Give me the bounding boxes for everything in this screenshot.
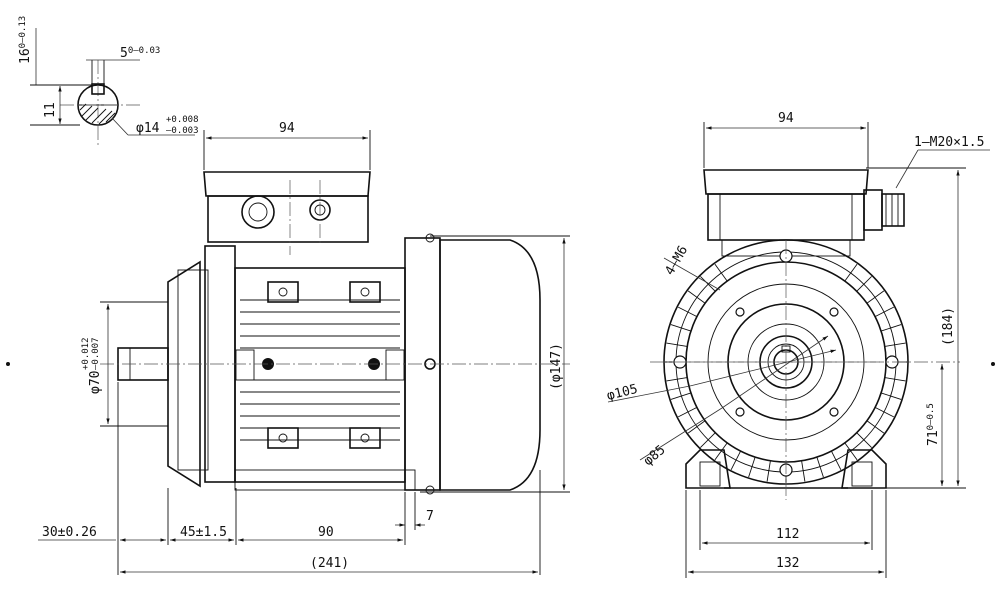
dim-spigot-tol-lower: –0.007 (91, 337, 101, 370)
cooling-fin (884, 377, 906, 382)
cooling-fin (880, 392, 902, 400)
dim-foot-thickness: 7 (426, 509, 434, 524)
cooling-fin (748, 456, 756, 478)
dim-spigot-dia: φ70 (88, 371, 103, 394)
cooling-fin (856, 432, 872, 448)
dim-terminal-box-width-front: 94 (778, 111, 794, 126)
cooling-fin (700, 432, 716, 448)
dim-shaft-key-height: 160–0.13 (18, 16, 33, 64)
cooling-fin (666, 342, 688, 347)
cooling-fin (677, 306, 698, 318)
front-view-dimensions (607, 122, 990, 578)
dim-flange-holes: 4–M6 (662, 243, 691, 278)
cooling-fin (687, 290, 706, 304)
dim-height-overall: (184) (941, 307, 956, 346)
front-view (650, 169, 960, 500)
edge-marker-right (991, 362, 995, 366)
cooling-fin (884, 342, 906, 347)
dim-terminal-box-width-side: 94 (279, 121, 295, 136)
side-view (100, 171, 570, 495)
cooling-fin (714, 263, 728, 282)
cooling-fin (666, 377, 688, 382)
cooling-fin (700, 276, 716, 292)
dim-pcd-105: φ105 (605, 382, 639, 404)
dim-key-width: 50–0.03 (120, 46, 160, 61)
cooling-fin (866, 420, 885, 434)
cooling-fin (766, 460, 771, 482)
cooling-fin (856, 276, 872, 292)
side-view-dimensions (38, 130, 570, 575)
cooling-fin (844, 442, 858, 461)
edge-marker-left (6, 362, 10, 366)
shaft-section-detail (30, 28, 195, 145)
cooling-fin (714, 442, 728, 461)
cooling-fin (801, 460, 806, 482)
dim-key-depth: 11 (43, 102, 58, 118)
dim-shaft-height: 710–0.5 (926, 403, 941, 446)
cooling-fin (880, 324, 902, 332)
dim-foot-spacing-front: 112 (776, 527, 799, 542)
dim-foot-spacing-side: 90 (318, 525, 334, 540)
dim-length-overall: (241) (310, 556, 349, 571)
cooling-fin (816, 456, 824, 478)
dim-pcd-85: φ85 (641, 442, 669, 469)
cooling-fin (687, 420, 706, 434)
cooling-fin (730, 450, 742, 471)
dim-foot-width: 132 (776, 556, 799, 571)
dim-shaft-dia: φ14 (136, 121, 160, 136)
dim-shaft-dia-tol-lower: –0.003 (166, 126, 199, 136)
cooling-fin (670, 324, 692, 332)
dim-cable-gland: 1–M20×1.5 (914, 135, 984, 150)
dim-body-dia: (φ147) (549, 343, 564, 390)
dim-shaft-dia-tol-upper: +0.008 (166, 115, 199, 125)
dim-shaft-length: 30±0.26 (42, 525, 97, 540)
dim-spigot-tol-upper: +0.012 (81, 337, 91, 370)
cooling-fin (874, 406, 895, 418)
dim-foot-to-shoulder: 45±1.5 (180, 525, 227, 540)
cooling-fin (866, 290, 885, 304)
cooling-fin (677, 406, 698, 418)
cooling-fin (670, 392, 692, 400)
cooling-fin (830, 450, 842, 471)
cooling-fin (874, 306, 895, 318)
cooling-fin (844, 263, 858, 282)
